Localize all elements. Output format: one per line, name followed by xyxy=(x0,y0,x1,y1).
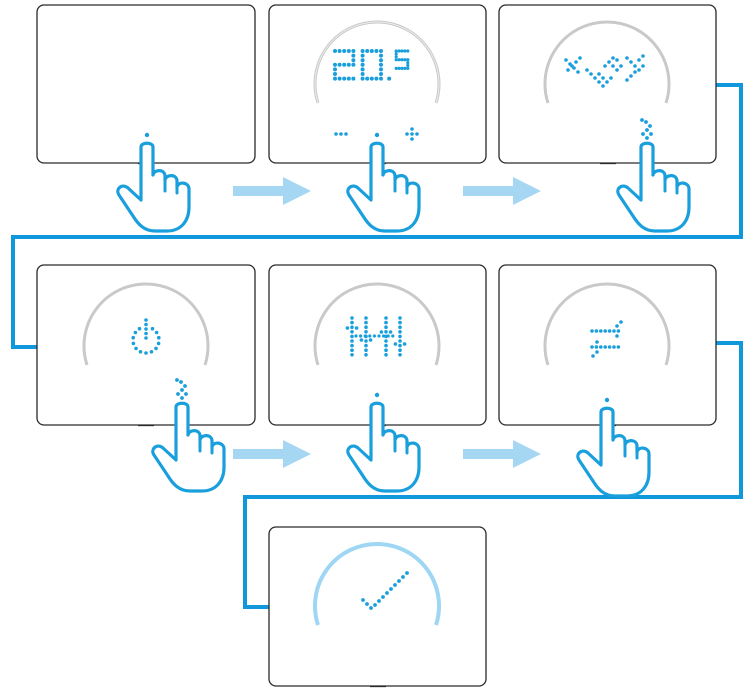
panel-step-3 xyxy=(498,4,717,165)
checkmark-icon xyxy=(361,571,409,610)
tools-icon xyxy=(564,54,645,88)
plus-dots-icon xyxy=(405,127,419,141)
tap-dot xyxy=(604,397,610,403)
temperature-readout-icon xyxy=(333,49,410,81)
tap-dot xyxy=(374,392,380,398)
flow-arrow-3 xyxy=(233,440,311,468)
power-icon xyxy=(131,318,161,355)
panel-step-7 xyxy=(268,526,487,688)
connector-row1-to-row2 xyxy=(11,83,743,349)
panel-step-5 xyxy=(268,264,487,427)
panel-step-4 xyxy=(36,264,256,427)
tap-dot xyxy=(374,132,380,138)
swap-arrows-icon xyxy=(590,320,623,358)
panel-step-6 xyxy=(498,264,717,427)
panel-step-2 xyxy=(268,4,487,165)
connector-row2-to-row3 xyxy=(243,341,743,609)
tap-dot xyxy=(144,132,150,138)
flow-arrow-2 xyxy=(463,177,541,205)
sliders-icon xyxy=(345,316,407,357)
panel-step-1 xyxy=(36,4,256,165)
minus-dots-icon xyxy=(334,132,348,136)
flow-arrow-4 xyxy=(463,440,541,468)
connector-lines xyxy=(11,83,743,609)
flow-arrow-1 xyxy=(233,177,311,205)
